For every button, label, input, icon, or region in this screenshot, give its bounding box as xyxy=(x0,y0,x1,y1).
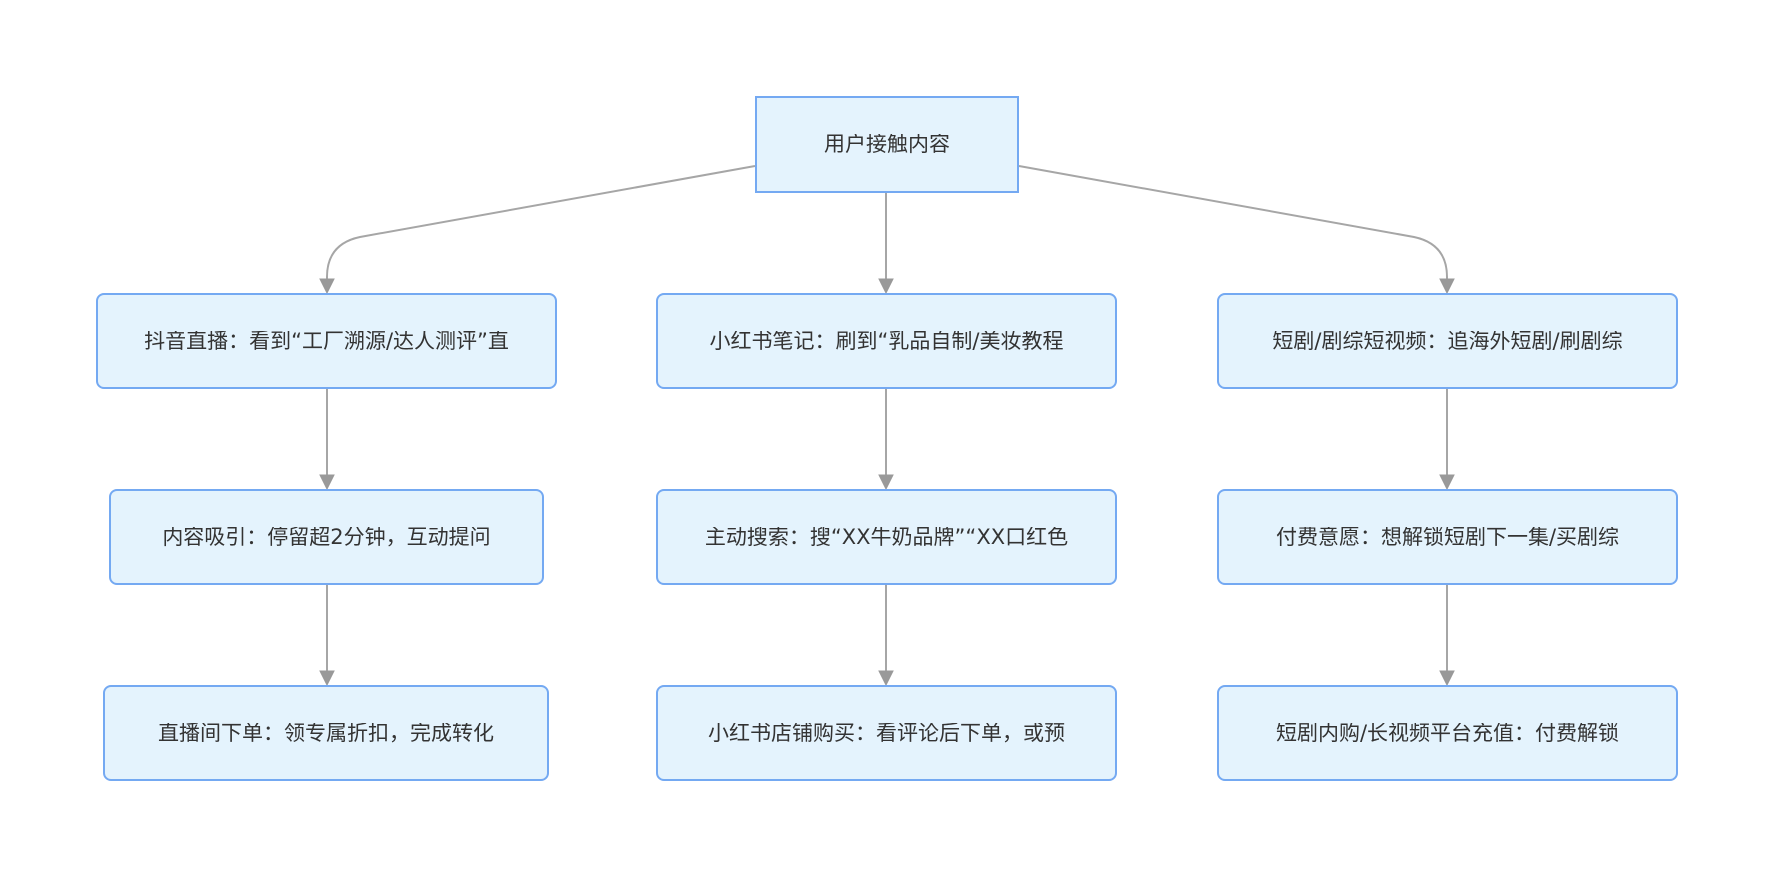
node-xiaohongshu-note: 小红书笔记：刷到“乳品自制/美妆教程 xyxy=(656,293,1117,389)
arrowhead xyxy=(319,278,335,295)
node-label: 小红书笔记：刷到“乳品自制/美妆教程 xyxy=(709,330,1064,352)
node-label: 短剧内购/长视频平台充值：付费解锁 xyxy=(1275,722,1620,744)
node-live-room-order: 直播间下单：领专属折扣，完成转化 xyxy=(103,685,549,781)
arrowhead xyxy=(1439,670,1455,687)
node-active-search: 主动搜索：搜“XX牛奶品牌”“XX口红色 xyxy=(656,489,1117,585)
arrowhead xyxy=(319,670,335,687)
edge-root-to-short-drama xyxy=(1018,165,1448,280)
node-label: 抖音直播：看到“工厂溯源/达人测评”直 xyxy=(144,330,509,352)
arrowhead xyxy=(1439,474,1455,491)
arrowhead xyxy=(319,474,335,491)
node-label: 付费意愿：想解锁短剧下一集/买剧综 xyxy=(1275,526,1620,548)
node-short-drama-video: 短剧/剧综短视频：追海外短剧/刷剧综 xyxy=(1217,293,1678,389)
node-label: 直播间下单：领专属折扣，完成转化 xyxy=(158,722,494,744)
node-label: 短剧/剧综短视频：追海外短剧/刷剧综 xyxy=(1272,330,1623,352)
root-node-label: 用户接触内容 xyxy=(824,134,950,155)
node-label: 主动搜索：搜“XX牛奶品牌”“XX口红色 xyxy=(704,526,1069,548)
node-in-app-purchase-recharge: 短剧内购/长视频平台充值：付费解锁 xyxy=(1217,685,1678,781)
node-xiaohongshu-store-purchase: 小红书店铺购买：看评论后下单，或预 xyxy=(656,685,1117,781)
arrowhead xyxy=(878,670,894,687)
node-content-attraction: 内容吸引：停留超2分钟，互动提问 xyxy=(109,489,544,585)
edge-root-to-douyin-live xyxy=(326,165,756,280)
node-label: 内容吸引：停留超2分钟，互动提问 xyxy=(162,526,491,548)
node-payment-intent: 付费意愿：想解锁短剧下一集/买剧综 xyxy=(1217,489,1678,585)
node-douyin-live: 抖音直播：看到“工厂溯源/达人测评”直 xyxy=(96,293,557,389)
arrowhead xyxy=(878,474,894,491)
node-label: 小红书店铺购买：看评论后下单，或预 xyxy=(708,722,1065,744)
arrowhead xyxy=(1439,278,1455,295)
arrowhead xyxy=(878,278,894,295)
root-node-user-touchpoint: 用户接触内容 xyxy=(755,96,1019,193)
